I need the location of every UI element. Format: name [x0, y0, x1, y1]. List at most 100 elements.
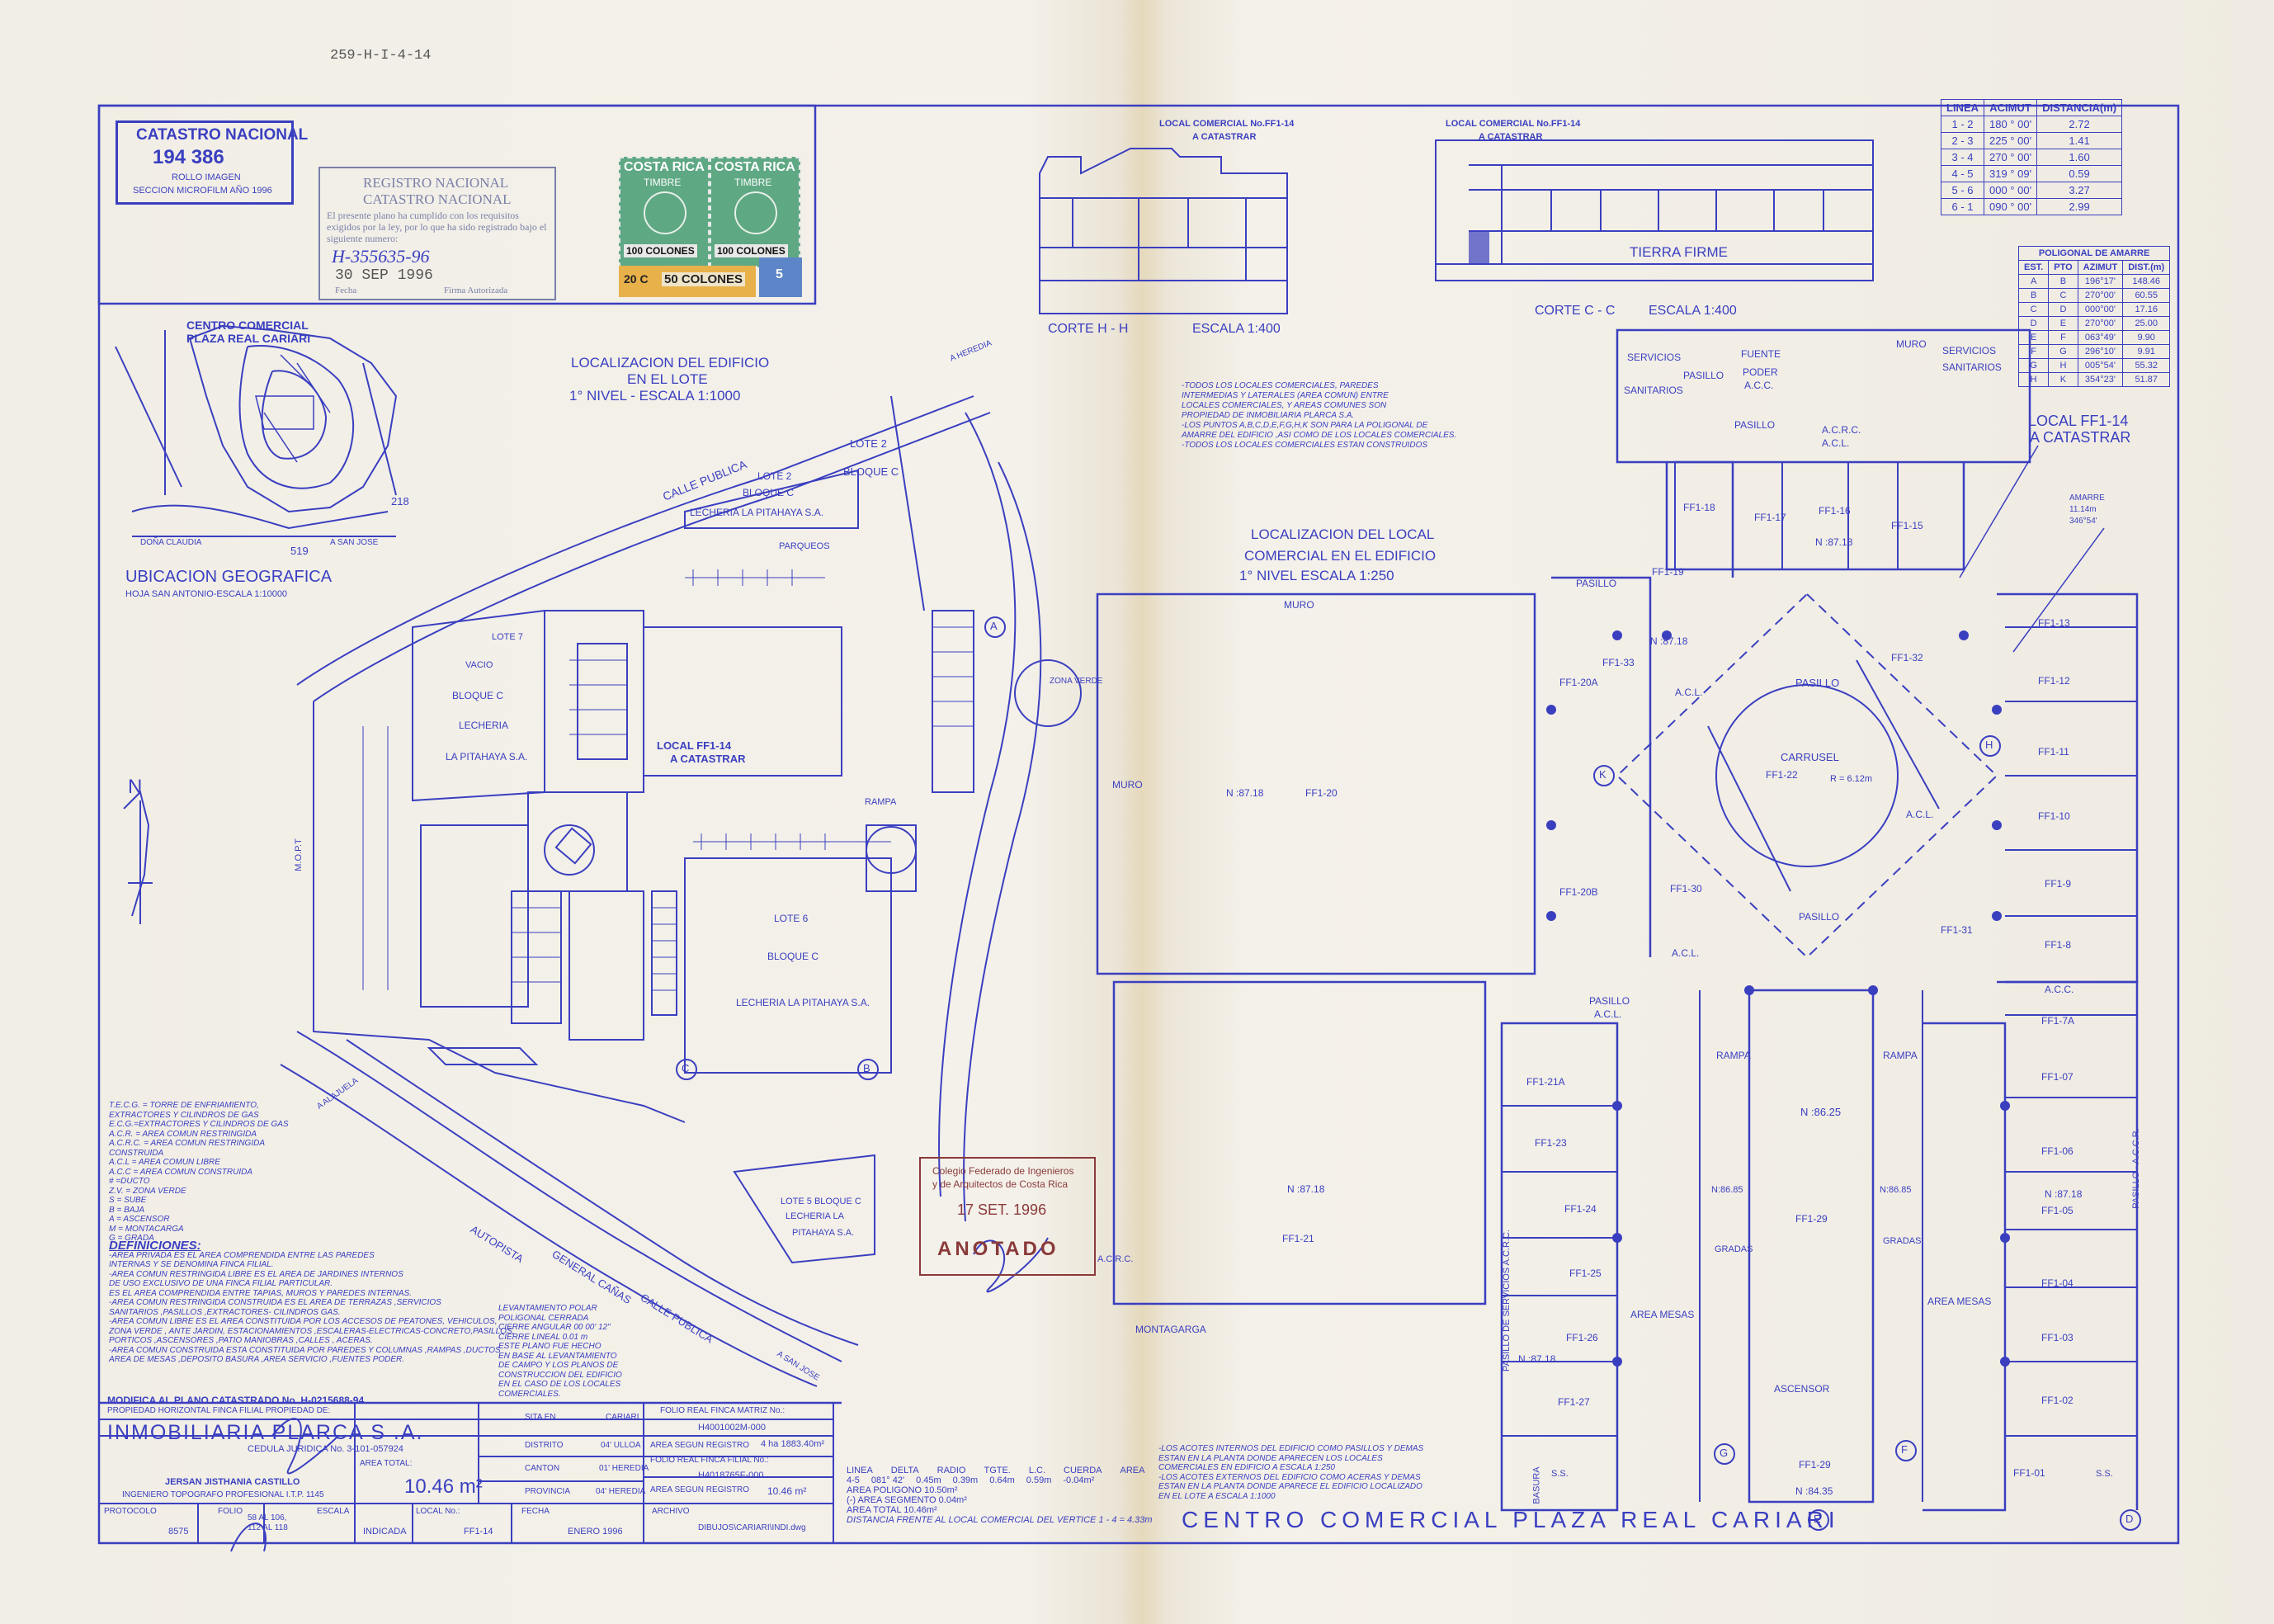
floor-n8718-low: N :87.18 [1518, 1353, 1556, 1365]
tb-folio-filial-label: FOLIO REAL FINCA FILIAL No.: [650, 1456, 769, 1465]
tb-ingeniero: JERSAN JISTHANIA CASTILLO [165, 1477, 300, 1487]
ubicacion-road1: DOÑA CLAUDIA [140, 538, 202, 547]
legend-line: A = ASCENSOR [109, 1215, 170, 1224]
label-local-ff114: LOCAL FF1-14 [657, 739, 732, 752]
tb-fecha: ENERO 1996 [568, 1527, 623, 1537]
point-k: K [1599, 768, 1606, 781]
floor-n8625: N :86.25 [1800, 1106, 1842, 1118]
azimut-cell: 3.27 [2036, 182, 2123, 199]
floor-ff113: FF1-13 [2038, 617, 2070, 629]
poligonal-cell: E [2048, 316, 2078, 331]
legend-line: T.E.C.G. = TORRE DE ENFRIAMIENTO, [109, 1101, 259, 1110]
curve-header: TGTE. [984, 1466, 1011, 1475]
label-rampa: RAMPA [865, 797, 897, 807]
floor-ff132: FF1-32 [1891, 652, 1923, 663]
levantamiento-line: COMERCIALES. [498, 1389, 561, 1399]
legend: T.E.C.G. = TORRE DE ENFRIAMIENTO, EXTRAC… [109, 1101, 289, 1244]
floor-ff127: FF1-27 [1558, 1396, 1590, 1408]
poligonal-cell: 270°00' [2077, 288, 2124, 303]
curve-cell: 0.45m [916, 1475, 941, 1485]
definicion-line: SANITARIOS ,PASILLOS ,EXTRACTORES- CILIN… [109, 1307, 341, 1317]
definicion-line: -AREA COMUN CONSTRUIDA ESTA CONSTITUIDA … [109, 1345, 501, 1355]
floor-ff131: FF1-31 [1941, 924, 1973, 936]
floor-acl-bottom: A.C.L. [1594, 1008, 1622, 1020]
tb-area-reg2: 10.46 m² [767, 1485, 807, 1497]
registro-line2: CATASTRO NACIONAL [363, 191, 512, 207]
colegio-date: 17 SET. 1996 [957, 1201, 1047, 1218]
definicion-line: ES EL AREA COMPRENDIDA ENTRE TAPIAS, MUR… [109, 1288, 412, 1298]
floor-ff115: FF1-15 [1891, 520, 1923, 531]
tb-ing-title: INGENIERO TOPOGRAFO PROFESIONAL I.T.P. 1… [122, 1490, 324, 1499]
poligonal-cell: 270°00' [2077, 316, 2124, 331]
floor-ff103: FF1-03 [2041, 1332, 2073, 1343]
timbre-stamp-1: COSTA RICA TIMBRE 100 COLONES [619, 157, 710, 267]
floor-n8718-left: N :87.18 [1650, 635, 1688, 647]
note-line: -LOS ACOTES INTERNOS DEL EDIFICIO COMO P… [1158, 1444, 1424, 1453]
tb-area-reg: 4 ha 1883.40m² [761, 1439, 825, 1449]
floor-ff111: FF1-11 [2038, 746, 2069, 758]
label-zona-verde: ZONA VERDE [1050, 677, 1103, 686]
poligonal-cell: F [2017, 344, 2050, 359]
curve-poligono: AREA POLIGONO 10.50m² [847, 1485, 958, 1495]
label-bloquec: BLOQUE C [843, 465, 899, 478]
poligonal-cell: H [2048, 358, 2078, 373]
azimut-cell: 1.60 [2036, 149, 2123, 166]
floor-ff104: FF1-04 [2041, 1277, 2073, 1289]
floor-carrusel: CARRUSEL [1781, 751, 1839, 763]
azimut-cell: 0.59 [2036, 165, 2123, 182]
note-line: EN EL LOTE A ESCALA 1:1000 [1158, 1491, 1276, 1501]
curve-row: 4-5 081° 42' 0.45m 0.39m 0.64m 0.59m -0.… [847, 1475, 1153, 1485]
tb-archivo-label: ARCHIVO [652, 1507, 690, 1516]
label-bloquec3: BLOQUE C [452, 690, 504, 701]
azimut-cell: 1.41 [2036, 132, 2123, 149]
tb-cedula: CEDULA JURIDICA No. 3-101-057924 [248, 1444, 403, 1454]
levantamiento: LEVANTAMIENTO POLAR POLIGONAL CERRADA CI… [498, 1304, 622, 1399]
label-lote2: LOTE 2 [850, 437, 887, 450]
legend-line: Z.V. = ZONA VERDE [109, 1186, 186, 1196]
poligonal-cell: 9.91 [2122, 344, 2171, 359]
notes-bottom: -LOS ACOTES INTERNOS DEL EDIFICIO COMO P… [1158, 1444, 1423, 1501]
registro-number: H-355635-96 [332, 246, 430, 267]
tb-owner: INMOBILIARIA PLARCA S .A. [107, 1421, 424, 1444]
poligonal-cell: B [2048, 274, 2078, 289]
legend-line: S = SUBE [109, 1196, 147, 1205]
note-line: COMERCIALES EN EDIFICIO A ESCALA 1:250 [1158, 1463, 1335, 1472]
floor-ff124: FF1-24 [1564, 1203, 1597, 1215]
north-label: N [128, 776, 143, 798]
floor-ff126: FF1-26 [1566, 1332, 1598, 1343]
levantamiento-line: CONSTRUCCION DEL EDIFICIO [498, 1370, 622, 1380]
floor-muro-left: MURO [1112, 779, 1143, 791]
poligonal-header: DIST.(m) [2122, 260, 2171, 275]
floor-montagarga: MONTAGARGA [1135, 1324, 1206, 1335]
corte-hh-title: LOCAL COMERCIAL No.FF1-14 [1159, 119, 1295, 129]
catastro-line2: SECCION MICROFILM AÑO 1996 [133, 186, 272, 196]
azimut-cell: 2.99 [2036, 198, 2123, 215]
corte-hh-sub: A CATASTRAR [1192, 132, 1257, 142]
curve-cell: 4-5 [847, 1475, 860, 1485]
label-lote6: LOTE 6 [774, 913, 809, 924]
label-lote7: LOTE 7 [492, 632, 523, 642]
floor-ff133: FF1-33 [1602, 657, 1635, 668]
azimut-cell: 270 ° 00' [1983, 149, 2038, 166]
curve-cell: 0.64m [989, 1475, 1015, 1485]
label-lecheria2: LECHERIA [459, 720, 509, 731]
curve-header-row: LINEA DELTA RADIO TGTE. L.C. CUERDA AREA [847, 1466, 1153, 1475]
legend-line: A.C.R.C. = AREA COMUN RESTRINGIDA [109, 1139, 266, 1148]
azimut-cell: 6 - 1 [1941, 198, 1984, 215]
levantamiento-line: LEVANTAMIENTO POLAR [498, 1304, 597, 1313]
legend-line: G = GRADA [109, 1234, 154, 1243]
floor-ff130: FF1-30 [1670, 883, 1702, 895]
notes-top: -TODOS LOS LOCALES COMERCIALES, PAREDES … [1182, 381, 1456, 451]
poligonal-title: POLIGONAL DE AMARRE [2017, 246, 2171, 261]
poligonal-cell: H [2017, 372, 2050, 387]
label-mopt: M.O.P.T [293, 838, 304, 871]
floor-ff119: FF1-19 [1652, 566, 1684, 578]
colegio-anotado: ANOTADO [937, 1238, 1059, 1260]
legend-line: A.C.R. = AREA COMUN RESTRINGIDA [109, 1129, 257, 1139]
floor-ff101: FF1-01 [2013, 1467, 2045, 1479]
catastro-number: 194 386 [153, 146, 224, 168]
poligonal-cell: 51.87 [2122, 372, 2171, 387]
floor-ff110: FF1-10 [2038, 810, 2070, 822]
timbre-value-3: 20 C [624, 272, 649, 286]
